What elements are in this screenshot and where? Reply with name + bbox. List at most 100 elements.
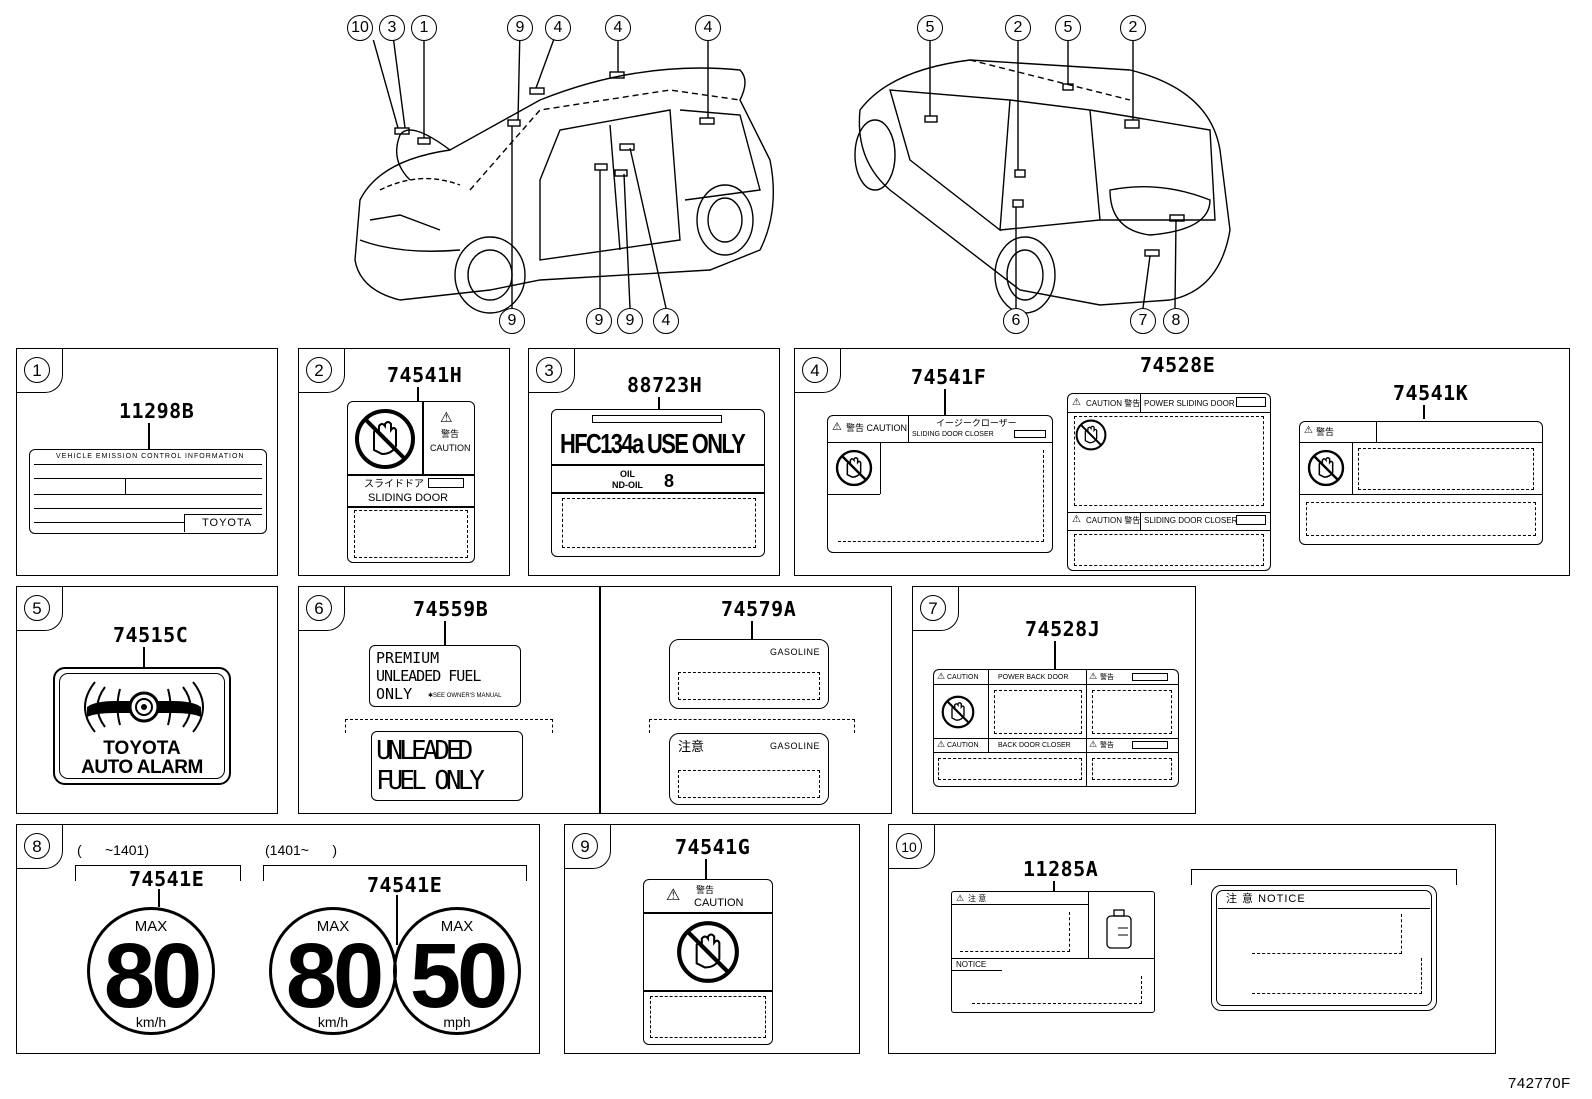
warning-triangle-icon: ⚠ [1304, 425, 1313, 436]
panel-9: 9 74541G ⚠ 警告 CAUTION [564, 824, 860, 1054]
warning-triangle-icon: ⚠ [937, 671, 946, 681]
f-jp-closer: イージークローザー [936, 418, 1017, 428]
panel-10: 10 11285A ⚠ 注 意 NOTICE 注 意 NOTICE [888, 824, 1496, 1054]
part-number-e: 74528E [1140, 353, 1216, 377]
callout-2: 2 [1120, 15, 1146, 41]
panel-number: 7 [920, 595, 946, 621]
part-number: 74541H [387, 363, 463, 387]
label-74528e: ⚠ CAUTION 警告 POWER SLIDING DOOR ⚠ CAUTIO… [1067, 393, 1271, 571]
callout-2: 2 [1005, 15, 1031, 41]
part-number-1: 74541E [129, 867, 205, 891]
oil-number: 8 [664, 471, 675, 491]
panel-number: 4 [802, 357, 828, 383]
unleaded-line2: FUEL ONLY [376, 766, 485, 796]
speed-sign-80kmh-2: MAX 80 km/h [269, 907, 397, 1035]
callout-9: 9 [617, 308, 643, 334]
warning-triangle-icon: ⚠ [956, 893, 965, 903]
e-caution: CAUTION 警告 [1086, 399, 1141, 408]
max-text: MAX [440, 918, 474, 935]
max-text: MAX [316, 918, 350, 935]
callout-9: 9 [499, 308, 525, 334]
panel-number: 6 [306, 595, 332, 621]
panel-4: 4 74541F 74528E 74541K ⚠ 警告 CAUTION イージー… [794, 348, 1570, 576]
figure-id: 742770F [1508, 1075, 1571, 1092]
premium-fuel-label: PREMIUM UNLEADED FUEL ONLY ✱SEE OWNER'S … [369, 645, 521, 707]
no-hand-icon [835, 449, 873, 487]
front-vehicle-drawing [354, 40, 774, 314]
panel-7: 7 74528J ⚠ CAUTION POWER BACK DOOR ⚠ 警告 … [912, 586, 1196, 814]
warning-triangle-icon: ⚠ [1089, 671, 1098, 681]
unit-text: km/h [135, 1014, 167, 1030]
unit-text: mph [443, 1014, 471, 1030]
back-door-label: ⚠ CAUTION POWER BACK DOOR ⚠ 警告 ⚠ CAUTION… [933, 669, 1179, 787]
sliding-door-label: ⚠ 警告 CAUTION スライドドア SLIDING DOOR [347, 401, 475, 563]
panel-1: 1 11298B VEHICLE EMISSION CONTROL INFORM… [16, 348, 278, 576]
sliding-door-text: SLIDING DOOR [368, 492, 449, 504]
panel-number: 10 [896, 833, 922, 859]
caution-text: CAUTION [947, 674, 979, 681]
rear-vehicle-drawing [854, 40, 1231, 314]
warning-triangle-icon: ⚠ [440, 409, 453, 425]
panel-2: 2 74541H ⚠ 警告 CAUTION スライドドア SLIDING DOO… [298, 348, 510, 576]
callout-4: 4 [545, 15, 571, 41]
alarm-car-icon [84, 681, 204, 733]
part-number: 74515C [113, 623, 189, 647]
callout-4: 4 [605, 15, 631, 41]
callout-5: 5 [1055, 15, 1081, 41]
panel-3: 3 88723H HFC134a USE ONLY OIL ND-OIL 8 [528, 348, 780, 576]
jp-sliding-door: スライドドア [364, 479, 424, 490]
range-early: ( ~1401) [77, 842, 149, 858]
gasoline-label-1: GASOLINE [669, 639, 829, 709]
warn-text: 警告 [1100, 674, 1114, 681]
part-number-k: 74541K [1393, 381, 1469, 405]
unleaded-line1: UNLEADED [376, 736, 473, 766]
jp-caution-text: 注意 [678, 739, 705, 754]
panel-number: 9 [572, 833, 598, 859]
speed-value: 80 [103, 925, 202, 1027]
callout-5: 5 [917, 15, 943, 41]
callout-1: 1 [411, 15, 437, 41]
f-caution: 警告 CAUTION [846, 423, 908, 433]
panel-8: 8 ( ~1401) (1401~ ) 74541E 74541E MAX 80… [16, 824, 540, 1054]
warning-triangle-icon: ⚠ [1072, 514, 1081, 525]
caution-text: CAUTION [430, 443, 471, 453]
no-hand-icon [355, 409, 415, 469]
gasoline-text-2: GASOLINE [770, 741, 821, 751]
part-number-f: 74541F [911, 365, 987, 389]
premium-line3: ONLY [376, 685, 413, 703]
warn-text-2: 警告 [1100, 742, 1114, 749]
f-sliding-closer: SLIDING DOOR CLOSER [912, 431, 994, 438]
jp-notice: 注 意 [968, 894, 987, 903]
notice-label-jp: ⚠ 注 意 NOTICE [951, 891, 1155, 1013]
panel-number: 3 [536, 357, 562, 383]
panel-6: 6 74559B PREMIUM UNLEADED FUEL ONLY ✱SEE… [298, 586, 892, 814]
panel-number: 1 [24, 357, 50, 383]
callout-4: 4 [695, 15, 721, 41]
warning-triangle-icon: ⚠ [1089, 739, 1098, 749]
warning-triangle-icon: ⚠ [832, 421, 842, 433]
part-number: 74541G [675, 835, 751, 859]
premium-line2: UNLEADED FUEL [376, 667, 481, 685]
alarm-auto-alarm: AUTO ALARM [81, 757, 203, 778]
speed-value: 50 [409, 925, 508, 1027]
gasoline-text: GASOLINE [770, 647, 821, 657]
callout-8: 8 [1163, 308, 1189, 334]
no-hand-icon [677, 921, 739, 983]
panel-5: 5 74515C TOYOTA AUTO ALARM [16, 586, 278, 814]
emission-header: VEHICLE EMISSION CONTROL INFORMATION [56, 453, 245, 460]
speed-value: 80 [285, 925, 384, 1027]
emission-label: VEHICLE EMISSION CONTROL INFORMATION TOY… [29, 449, 267, 534]
back-door-closer: BACK DOOR CLOSER [998, 742, 1071, 749]
unleaded-fuel-label: UNLEADED FUEL ONLY [371, 731, 523, 801]
part-number-2: 74541E [367, 873, 443, 897]
callout-3: 3 [379, 15, 405, 41]
warning-triangle-icon: ⚠ [1072, 397, 1081, 408]
oil-text: OIL [620, 469, 635, 479]
no-hand-icon [941, 695, 975, 729]
part-number: 88723H [627, 373, 703, 397]
label-74541f: ⚠ 警告 CAUTION イージークローザー SLIDING DOOR CLOS… [827, 415, 1053, 553]
e-power-sliding: POWER SLIDING DOOR [1144, 399, 1235, 408]
part-number-b: 74559B [413, 597, 489, 621]
toyota-brand: TOYOTA [202, 517, 253, 529]
warn-text: 警告 [696, 885, 715, 895]
